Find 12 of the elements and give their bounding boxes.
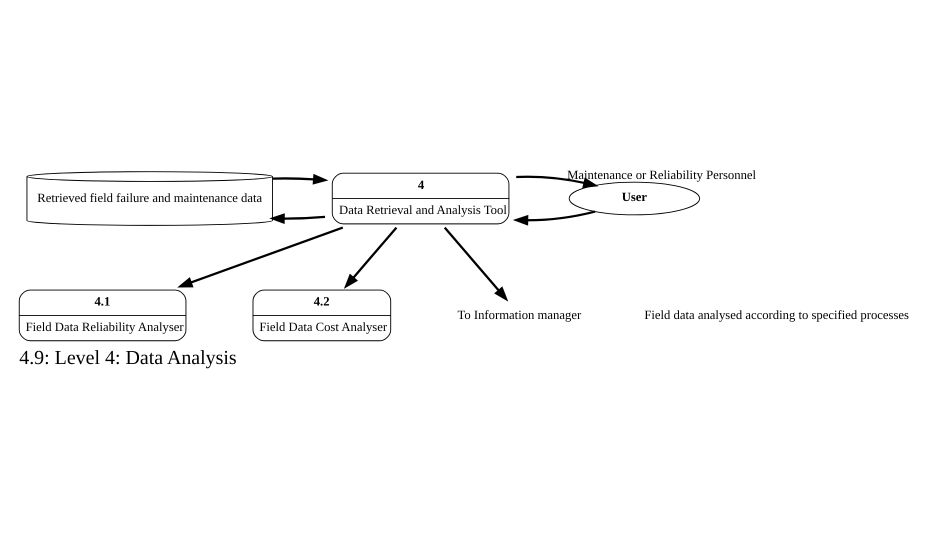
node-ellipse: User (568, 182, 700, 216)
node-label: Maintenance or Reliability Personnel (567, 168, 756, 182)
caption: 4.9: Level 4: Data Analysis (19, 346, 237, 369)
arrow (512, 210, 596, 226)
node-text: To Information manager (458, 308, 582, 322)
arrow (444, 226, 508, 302)
arrow (272, 174, 328, 185)
arrow (177, 226, 344, 288)
arrow (344, 226, 398, 289)
arrow (516, 176, 598, 188)
arrow (269, 213, 326, 224)
label: Field data analysed according to specified processes (644, 308, 909, 322)
